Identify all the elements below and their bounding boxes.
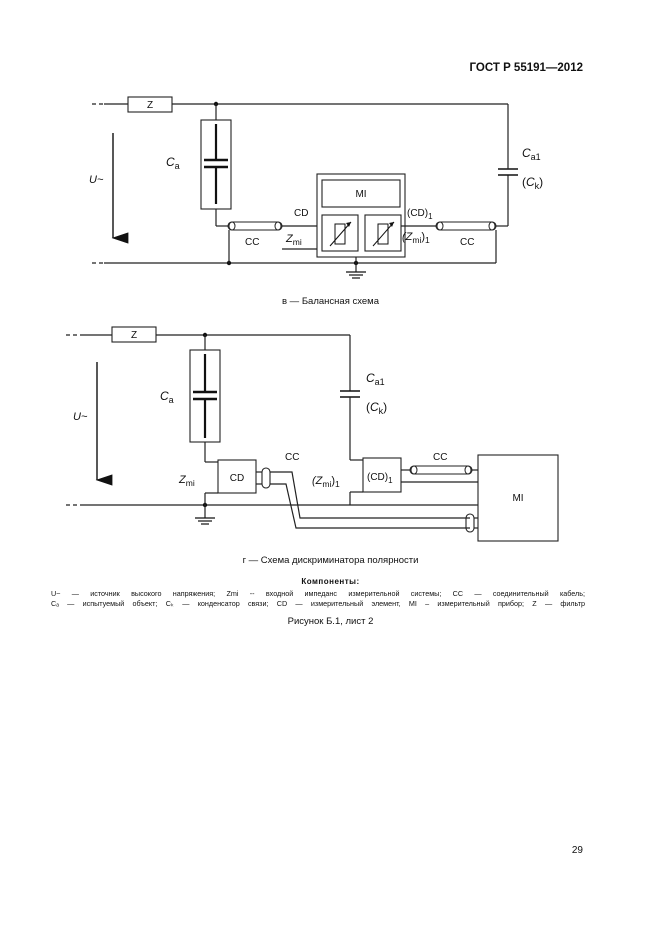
- cd-label: CD: [230, 473, 244, 484]
- cd-element-right: [364, 214, 402, 252]
- ck-label: (Ck): [522, 175, 543, 191]
- cc-left-label: CC: [245, 237, 259, 248]
- mi-label: MI: [512, 493, 523, 504]
- voltage-label: U~: [89, 174, 104, 186]
- cd1-box: [362, 457, 402, 493]
- cd1-label: (CD)1: [367, 472, 393, 485]
- voltage-label: U~: [73, 411, 88, 423]
- ck-label: (Ck): [366, 400, 387, 416]
- ca-label: Ca: [160, 389, 174, 405]
- cc-right-label: CC: [460, 237, 474, 248]
- zmi-label: Zmi: [285, 233, 302, 247]
- filter-z-label: Z: [147, 100, 153, 111]
- components-line-1: U~ — источник высокого напряжения; Zmi -…: [51, 589, 585, 598]
- figure-caption: Рисунок Б.1, лист 2: [287, 616, 374, 627]
- cable-cc-left: [227, 221, 283, 231]
- mi-box: [321, 179, 401, 208]
- components-title: Компоненты:: [301, 577, 360, 586]
- ca1-label: Ca1: [366, 371, 385, 387]
- mi-label: MI: [355, 189, 366, 200]
- cd-element-left: [321, 214, 359, 252]
- page-number: 29: [571, 845, 583, 856]
- caption-balanced: в — Балансная схема: [282, 296, 379, 307]
- ca-label: Ca: [166, 155, 180, 171]
- zmi1-label: (Zmi)1: [402, 231, 430, 245]
- caption-polarity: г — Схема дискриминатора полярности: [242, 555, 419, 566]
- zmi1-label: (Zmi)1: [312, 475, 340, 489]
- cd1-label: (CD)1: [407, 208, 433, 221]
- components-line-2: Cₐ — испытуемый объект; Cₖ — конденсатор…: [51, 599, 585, 608]
- cd-label: CD: [294, 208, 308, 219]
- cd-box: [217, 459, 257, 494]
- zmi-label: Zmi: [178, 474, 195, 488]
- standard-header: ГОСТ Р 55191—2012: [469, 62, 583, 74]
- cable-cc-right: [409, 465, 473, 475]
- cc-right-label: CC: [433, 452, 447, 463]
- filter-z-label: Z: [131, 330, 137, 341]
- ca1-label: Ca1: [522, 146, 541, 162]
- mi-box: [477, 454, 559, 542]
- cable-cc-right: [435, 221, 497, 231]
- cc-left-label: CC: [285, 452, 299, 463]
